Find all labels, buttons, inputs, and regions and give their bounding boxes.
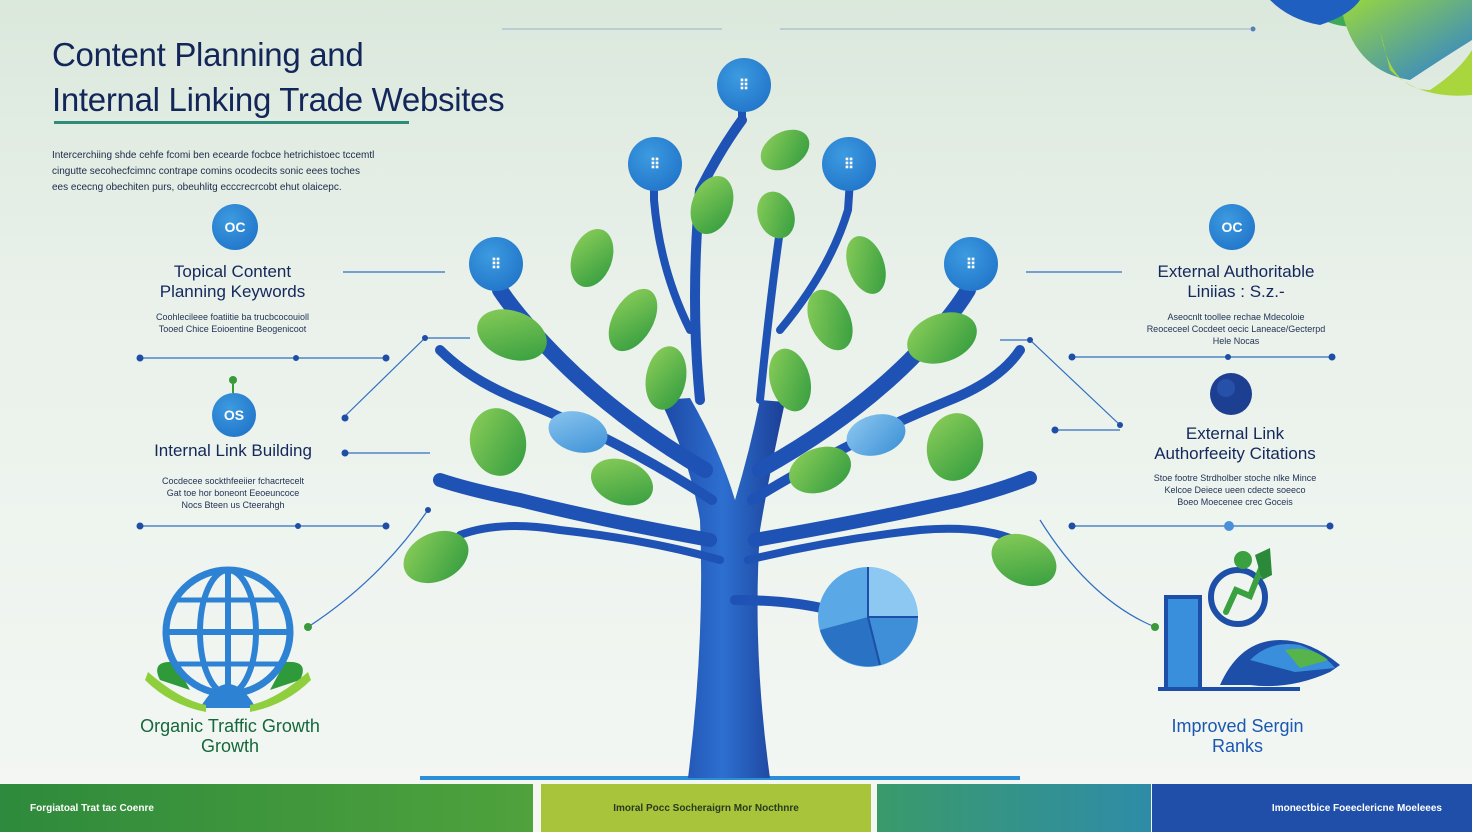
external-desc-line-1: Stoe footre Strdholber stoche nlke Mince <box>1153 473 1317 483</box>
page-title: Content Planning and Internal Linking Tr… <box>52 32 612 122</box>
node-right-grid-icon: ⠿ <box>944 237 998 291</box>
topical-heading-line-1: Topical Content <box>173 262 292 281</box>
page-title-line-1: Content Planning and <box>52 36 364 73</box>
title-underline <box>54 121 409 124</box>
authority-heading: External Authoritable Liniias : S.z.- <box>1125 262 1347 302</box>
node-upper-right-grid-icon: ⠿ <box>822 137 876 191</box>
improved-rankings-heading: Improved Sergin Ranks <box>1120 716 1355 756</box>
topical-desc-line-1: Coohlecileee foatiitie ba trucbcocouioll <box>155 312 310 322</box>
organic-heading-line-2: Growth <box>200 736 260 756</box>
node-top-grid-icon: ⠿ <box>717 58 771 112</box>
footer-segment-4-label: Imonectbice Foeeclericne Moeleees <box>1271 802 1442 814</box>
footer-segment-3 <box>877 784 1151 832</box>
topical-desc-line-2: Tooed Chice Eoioentine Beogenicoot <box>158 324 307 334</box>
tree-leaves <box>403 129 1057 587</box>
footer-segment-1: Forgiatoal Trat tac Coenre <box>0 784 533 832</box>
external-desc-line-3: Boeo Moecenee crec Goceis <box>1177 497 1293 507</box>
intro-line-2: cingutte secohecfcimnc contrape comins o… <box>52 166 360 177</box>
intro-line-3: ees ececng obechiten purs, obeuhlitg ecc… <box>52 182 342 193</box>
authority-desc-line-2: Reoceceel Cocdeet oecic Laneace/Gecterpd <box>1146 324 1326 334</box>
improved-heading-line-1: Improved Sergin <box>1171 716 1304 736</box>
internal-badge: OS <box>212 393 256 437</box>
authority-desc-line-1: Aseocnlt toollee rechae Mdecoloie <box>1167 312 1305 322</box>
page-title-line-2: Internal Linking Trade Websites <box>52 81 505 118</box>
topical-description: Coohlecileee foatiitie ba trucbcocouioll… <box>120 311 345 335</box>
footer-segment-2: Imoral Pocc Socheraigrn Mor Nocthnre <box>541 784 871 832</box>
internal-desc-line-1: Cocdecee sockthfeeiier fchacrtecelt <box>161 476 305 486</box>
footer-segment-2-label: Imoral Pocc Socheraigrn Mor Nocthnre <box>613 802 799 814</box>
intro-line-1: Intercerchiing shde cehfe fcomi ben ecea… <box>52 150 375 161</box>
external-heading-line-2: Authorfeeity Citations <box>1154 444 1316 463</box>
external-link-description: Stoe footre Strdholber stoche nlke Mince… <box>1120 472 1350 508</box>
footer-segment-4: Imonectbice Foeeclericne Moeleees <box>1152 784 1472 832</box>
node-left-grid-icon: ⠿ <box>469 237 523 291</box>
authority-description: Aseocnlt toollee rechae Mdecoloie Reocec… <box>1125 311 1347 347</box>
topical-badge: OC <box>212 204 258 250</box>
rankings-chart-icon <box>1158 548 1340 691</box>
internal-description: Cocdecee sockthfeeiier fchacrtecelt Gat … <box>118 475 348 511</box>
internal-desc-line-3: Nocs Bteen us Cteerahgh <box>181 500 285 510</box>
authority-desc-line-3: Hele Nocas <box>1212 336 1260 346</box>
internal-heading: Internal Link Building <box>154 441 312 460</box>
authority-badge: OC <box>1209 204 1255 250</box>
authority-heading-line-1: External Authoritable <box>1157 262 1315 281</box>
footer-bar: Forgiatoal Trat tac Coenre Imoral Pocc S… <box>0 784 1472 832</box>
improved-heading-line-2: Ranks <box>1211 736 1264 756</box>
footer-segment-1-label: Forgiatoal Trat tac Coenre <box>30 802 154 814</box>
external-link-heading: External Link Authorfeeity Citations <box>1120 424 1350 464</box>
tree-trunk <box>660 398 785 778</box>
authority-heading-line-2: Liniias : S.z.- <box>1187 282 1285 301</box>
organic-heading-line-1: Organic Traffic Growth <box>140 716 320 736</box>
globe-icon <box>145 566 311 712</box>
corner-decoration <box>1270 0 1472 96</box>
pie-chart-icon <box>818 567 918 667</box>
connector-dots <box>136 335 1336 631</box>
node-upper-left-grid-icon: ⠿ <box>628 137 682 191</box>
intro-text: Intercerchiing shde cehfe fcomi ben ecea… <box>52 148 432 196</box>
organic-traffic-heading: Organic Traffic Growth Growth <box>110 716 350 756</box>
external-desc-line-2: Kelcoe Deiece ueen cdecte soeeco <box>1164 485 1306 495</box>
external-heading-line-1: External Link <box>1185 424 1285 443</box>
topical-heading-line-2: Planning Keywords <box>159 282 306 301</box>
topical-heading: Topical Content Planning Keywords <box>120 262 345 302</box>
internal-desc-line-2: Gat toe hor boneont Eeoeuncoce <box>166 488 300 498</box>
